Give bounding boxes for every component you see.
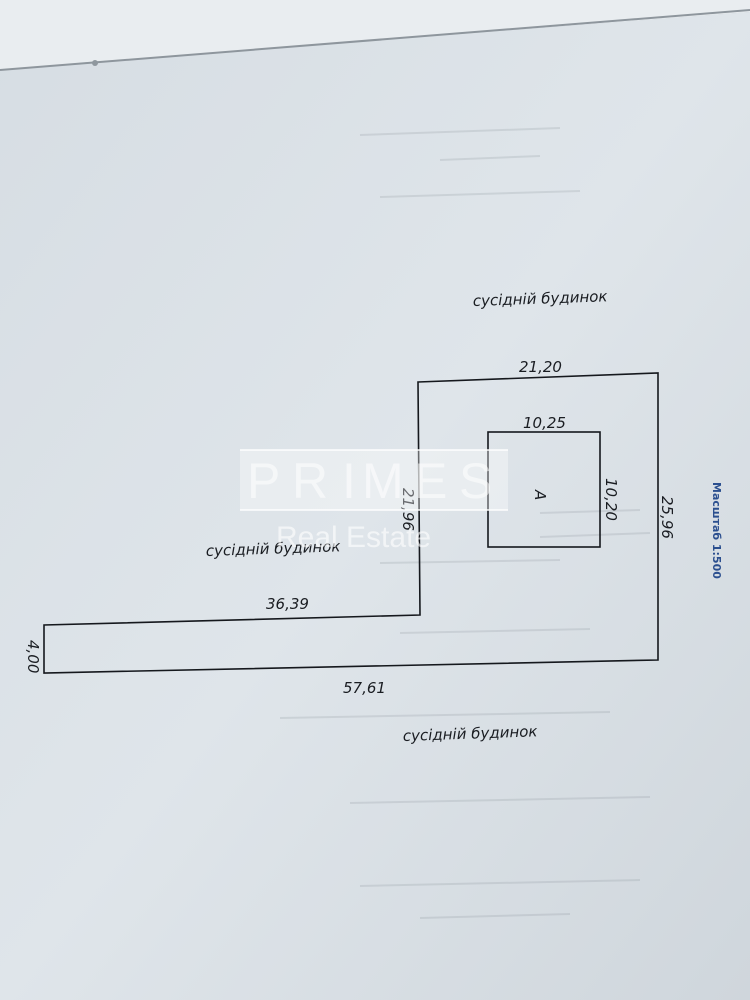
watermark-letter-i: I <box>342 453 358 509</box>
watermark-subtitle: Real Estate <box>276 521 431 554</box>
scale-note: Масштаб 1:500 <box>710 482 723 579</box>
plot-boundary <box>43 372 659 674</box>
dim-right: 25,96 <box>658 496 676 539</box>
watermark-letter-s: S <box>459 453 494 509</box>
building-a-outline <box>487 431 601 548</box>
dim-top: 21,20 <box>519 358 562 376</box>
paper-edge-top <box>0 0 750 70</box>
building-dim-right: 10,20 <box>602 478 620 521</box>
neighbor-label-top: сусідній будинок <box>473 287 608 310</box>
watermark-letter-p: P <box>247 453 282 509</box>
watermark-letter-r: R <box>292 453 330 509</box>
dim-bottom: 57,61 <box>343 679 386 697</box>
show-through-lines <box>279 127 651 919</box>
building-label-a: А <box>531 489 549 500</box>
neighbor-label-left: сусідній будинок <box>206 537 341 560</box>
watermark-letter-e: E <box>414 453 449 509</box>
paper-sheet <box>0 12 750 1000</box>
watermark-band <box>240 450 508 510</box>
watermark-logo: P R I M E S Real Estate <box>240 449 508 554</box>
watermark-letter-m: M <box>362 453 406 509</box>
paper-hole <box>92 60 98 66</box>
building-dim-top: 10,25 <box>523 414 566 432</box>
dim-left-end: 4,00 <box>24 640 42 673</box>
paper-fold-edge <box>0 9 750 71</box>
dim-strip-top: 36,39 <box>266 595 309 613</box>
neighbor-label-bottom: сусідній будинок <box>403 722 538 745</box>
